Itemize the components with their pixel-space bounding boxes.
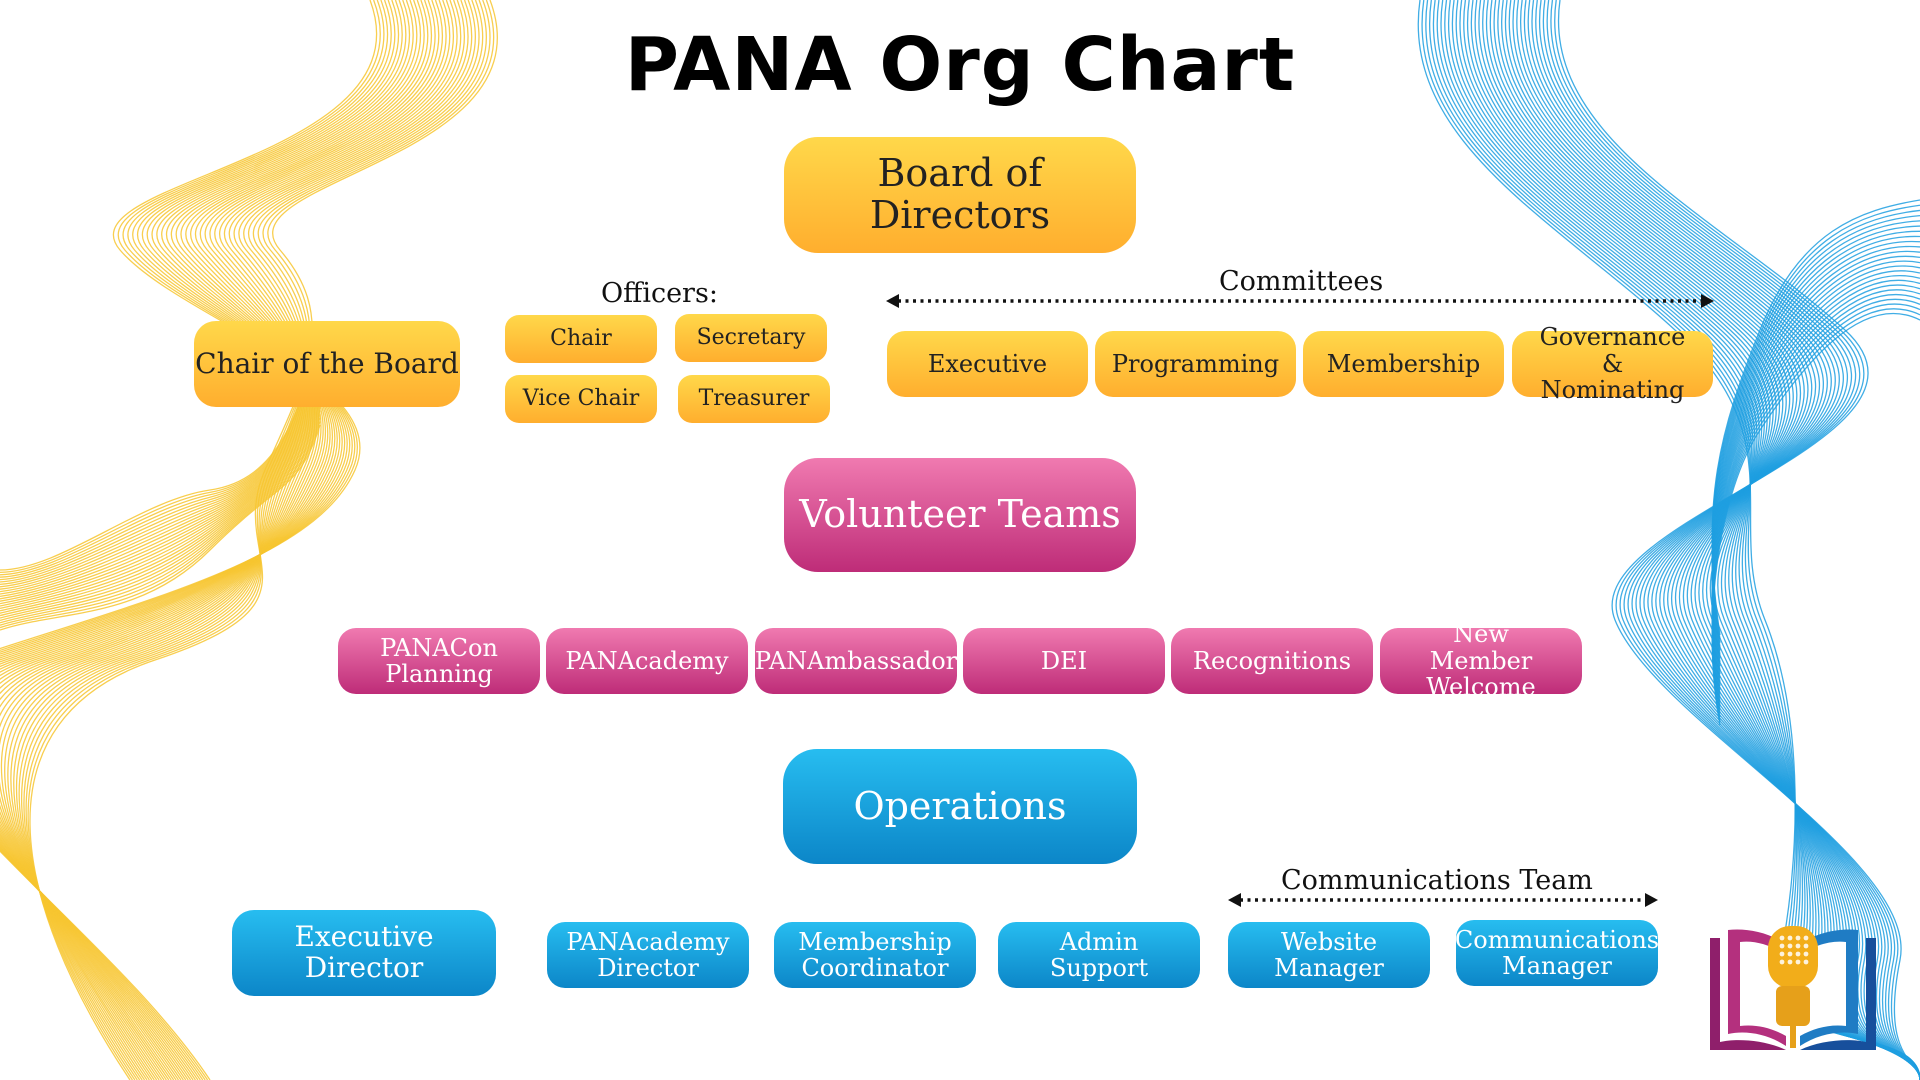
wave-line	[0, 0, 392, 1080]
wave-line	[0, 403, 321, 617]
wave-line	[0, 356, 321, 586]
wave-line	[1535, 0, 1920, 1080]
wave-line	[1489, 0, 1920, 1080]
wave-line	[1429, 0, 1920, 1080]
wave-line	[0, 396, 321, 612]
committees-span-arrow	[886, 294, 1714, 308]
committee-governance-nominating: Governance & Nominating	[1512, 324, 1713, 403]
wave-line	[1463, 0, 1920, 1080]
wave-line	[0, 0, 447, 1080]
wave-line	[0, 0, 389, 1080]
team-panacademy: PANAcademy	[546, 628, 748, 694]
page-title: PANA Org Chart	[624, 22, 1296, 108]
wave-line	[0, 0, 385, 1080]
wave-line	[0, 0, 436, 1080]
wave-line	[0, 421, 321, 629]
wave-line	[1554, 0, 1920, 1080]
committee-executive: Executive	[887, 331, 1088, 397]
committee-programming: Programming	[1095, 331, 1296, 397]
wave-line	[0, 0, 451, 1080]
communications-span-arrow	[1228, 893, 1658, 907]
wave-line	[1546, 0, 1920, 1080]
wave-line	[0, 406, 321, 619]
wave-line	[0, 0, 440, 1080]
wave-line	[0, 345, 321, 578]
staff-admin-support: Admin Support	[998, 922, 1200, 988]
comms-communications-manager: Communications Manager	[1455, 920, 1659, 986]
wave-line	[0, 0, 433, 1080]
wave-line	[1557, 0, 1920, 1080]
wave-line	[1711, 313, 1920, 726]
wave-line	[0, 381, 321, 602]
wave-line	[0, 0, 418, 1080]
wave-line	[0, 0, 429, 1080]
wave-line	[0, 0, 444, 1080]
wave-line	[0, 0, 403, 1080]
wave-line	[0, 367, 321, 593]
officer-vice-chair: Vice Chair	[505, 375, 657, 423]
wave-line	[0, 385, 321, 605]
operations-node: Operations	[783, 749, 1137, 864]
officer-secretary: Secretary	[675, 314, 827, 362]
wave-line	[1531, 0, 1920, 1080]
team-recognitions: Recognitions	[1171, 628, 1373, 694]
wave-line	[0, 0, 407, 1080]
team-panacon-planning: PANACon Planning	[338, 628, 540, 694]
wave-line	[0, 342, 321, 576]
officer-chair: Chair	[505, 315, 657, 363]
wave-line	[0, 349, 321, 581]
chair-of-board-node: Chair of the Board	[194, 321, 460, 407]
wave-line	[0, 0, 400, 1080]
wave-line	[0, 0, 422, 1080]
pana-logo-icon	[1710, 926, 1876, 1050]
wave-line	[1538, 0, 1920, 1080]
communications-team-label: Communications Team	[1281, 865, 1593, 896]
team-dei: DEI	[963, 628, 1165, 694]
wave-line	[0, 424, 321, 631]
volunteer-teams-node: Volunteer Teams	[784, 458, 1136, 572]
wave-line	[0, 0, 411, 1080]
officers-label: Officers:	[601, 278, 718, 309]
wave-line	[0, 417, 321, 626]
wave-line	[0, 370, 321, 595]
wave-line	[1512, 0, 1920, 1080]
wave-line	[1550, 0, 1920, 1080]
wave-line	[1516, 0, 1920, 1080]
wave-line	[0, 410, 321, 622]
wave-line	[0, 352, 321, 583]
wave-line	[0, 388, 321, 607]
wave-line	[0, 0, 425, 1080]
wave-line	[0, 0, 396, 1080]
wave-line	[0, 0, 378, 1080]
wave-line	[0, 392, 321, 610]
officer-treasurer: Treasurer	[678, 375, 830, 423]
team-panambassador: PANAmbassador	[755, 628, 957, 694]
wave-line	[0, 414, 321, 624]
comms-website-manager: Website Manager	[1228, 922, 1430, 988]
team-new-member-welcome: New Member Welcome	[1380, 621, 1582, 700]
staff-panacademy-director: PANAcademy Director	[547, 922, 749, 988]
executive-director-node: Executive Director	[232, 910, 496, 996]
wave-line	[0, 0, 455, 1080]
wave-line	[0, 0, 414, 1080]
wave-line	[0, 399, 321, 614]
wave-line	[0, 374, 321, 598]
committees-label: Committees	[1219, 266, 1384, 297]
wave-line	[0, 0, 381, 1080]
wave-line	[0, 360, 321, 588]
wave-line	[0, 363, 321, 590]
wave-line	[1466, 0, 1920, 1080]
committee-membership: Membership	[1303, 331, 1504, 397]
staff-membership-coordinator: Membership Coordinator	[774, 922, 976, 988]
board-of-directors-node: Board of Directors	[784, 137, 1136, 253]
wave-line	[1542, 0, 1920, 1080]
wave-line	[0, 378, 321, 600]
